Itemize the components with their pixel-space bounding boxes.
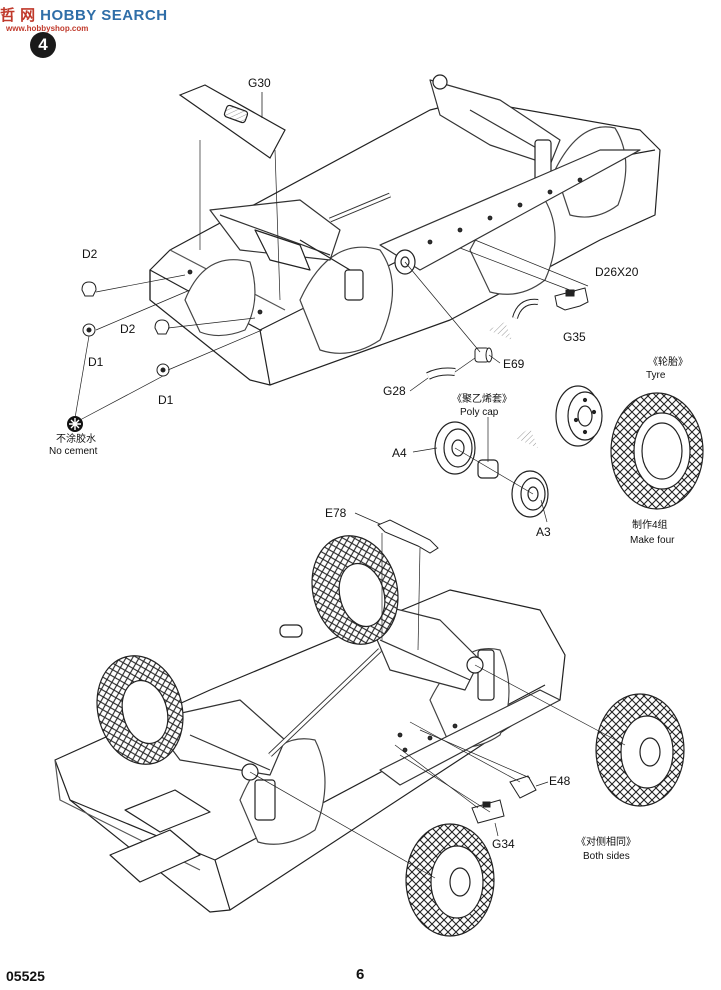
label-a3: A3: [536, 525, 551, 539]
label-d2-top: D2: [82, 247, 98, 261]
label-g30: G30: [248, 76, 271, 90]
label-d26x20: D26X20: [595, 265, 639, 279]
part-e78: [377, 519, 439, 554]
part-e48: [509, 775, 537, 799]
label-d1-left: D1: [88, 355, 104, 369]
part-g28: [426, 367, 456, 380]
part-e69: [474, 347, 493, 363]
label-both-sides-cn: 《对侧相同》: [576, 837, 636, 848]
label-make-four-cn: 制作4组: [632, 520, 668, 531]
part-d-group: [81, 281, 170, 377]
watermark-hanzi: 哲 网: [0, 7, 36, 24]
label-tyre-cn: 《轮胎》: [648, 357, 688, 368]
page-number: 6: [356, 966, 365, 983]
label-e69: E69: [503, 357, 525, 371]
leader-lines-d: [74, 274, 263, 421]
part-g30: [178, 84, 286, 159]
watermark-url: www.hobbyshop.com: [6, 24, 89, 33]
label-no-cement-en: No cement: [49, 446, 98, 457]
label-d1-bottom: D1: [158, 393, 174, 407]
label-poly-cap-cn: 《聚乙烯套》: [452, 394, 512, 405]
label-both-sides-en: Both sides: [583, 851, 630, 862]
label-a4: A4: [392, 446, 407, 460]
label-g34: G34: [492, 837, 515, 851]
label-tyre-en: Tyre: [646, 370, 666, 381]
label-g35: G35: [563, 330, 586, 344]
step-number-badge: 4: [30, 32, 56, 58]
upper-chassis: [149, 74, 661, 386]
no-cement-icon: [67, 416, 83, 432]
label-no-cement-cn: 不涂胶水: [56, 434, 96, 445]
label-e48: E48: [549, 774, 571, 788]
watermark-brand: HOBBY SEARCH: [40, 7, 168, 24]
lower-tyres: [96, 535, 685, 937]
label-make-four-en: Make four: [630, 535, 675, 546]
label-poly-cap-en: Poly cap: [460, 407, 499, 418]
label-g28: G28: [383, 384, 406, 398]
part-g35: [554, 287, 589, 311]
label-d2-mid: D2: [120, 322, 136, 336]
kit-code: 05525: [6, 968, 45, 984]
label-e78: E78: [325, 506, 347, 520]
watermark: 哲 网 HOBBY SEARCH www.hobbyshop.com: [0, 4, 168, 33]
